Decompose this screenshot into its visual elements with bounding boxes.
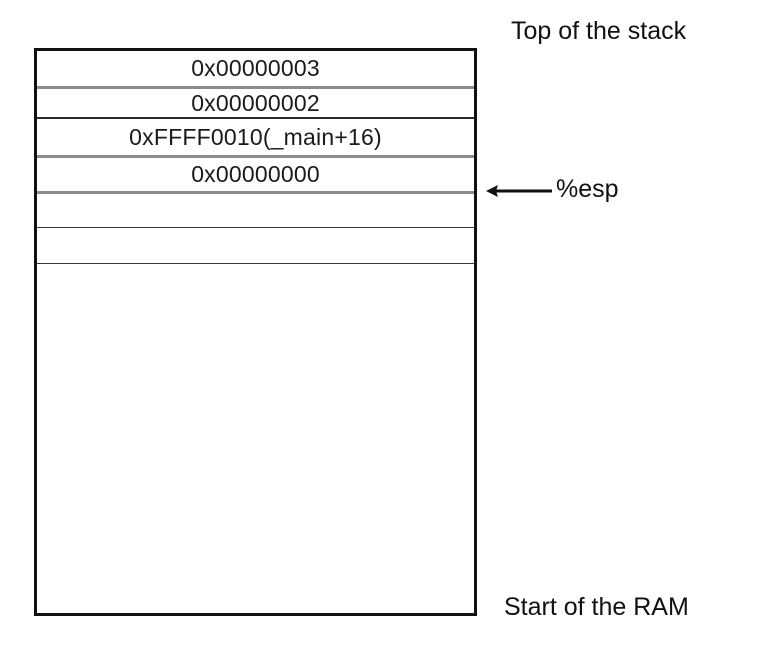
stack-cell-value: 0x00000000: [191, 161, 320, 187]
stack-cell-value: 0x00000002: [191, 89, 320, 116]
stack-cell-5: [37, 229, 474, 263]
stack-separator-0: [37, 86, 474, 89]
stack-memory-box: 0x00000003 0x00000002 0xFFFF0010(_main+1…: [34, 48, 477, 616]
stack-rows: 0x00000003 0x00000002 0xFFFF0010(_main+1…: [37, 51, 474, 613]
stack-separator-1: [37, 117, 474, 119]
stack-cell-value: 0xFFFF0010(_main+16): [129, 123, 382, 150]
stack-cell-6: [37, 265, 474, 613]
stack-cell-0: 0x00000003: [37, 51, 474, 86]
stack-cell-value: 0x00000003: [191, 55, 320, 81]
arrow-left-icon: [486, 185, 552, 197]
stack-cell-1: 0x00000002: [37, 89, 474, 117]
top-of-stack-label: Top of the stack: [511, 17, 687, 45]
stack-separator-5: [37, 263, 474, 264]
esp-pointer-label: %esp: [556, 175, 619, 203]
stack-separator-3-esp: [37, 191, 474, 194]
start-of-ram-label: Start of the RAM: [504, 593, 689, 621]
stack-cell-3: 0x00000000: [37, 158, 474, 191]
stack-separator-4: [37, 227, 474, 228]
stack-cell-2: 0xFFFF0010(_main+16): [37, 119, 474, 155]
stack-cell-4: [37, 194, 474, 227]
stack-separator-2: [37, 155, 474, 158]
